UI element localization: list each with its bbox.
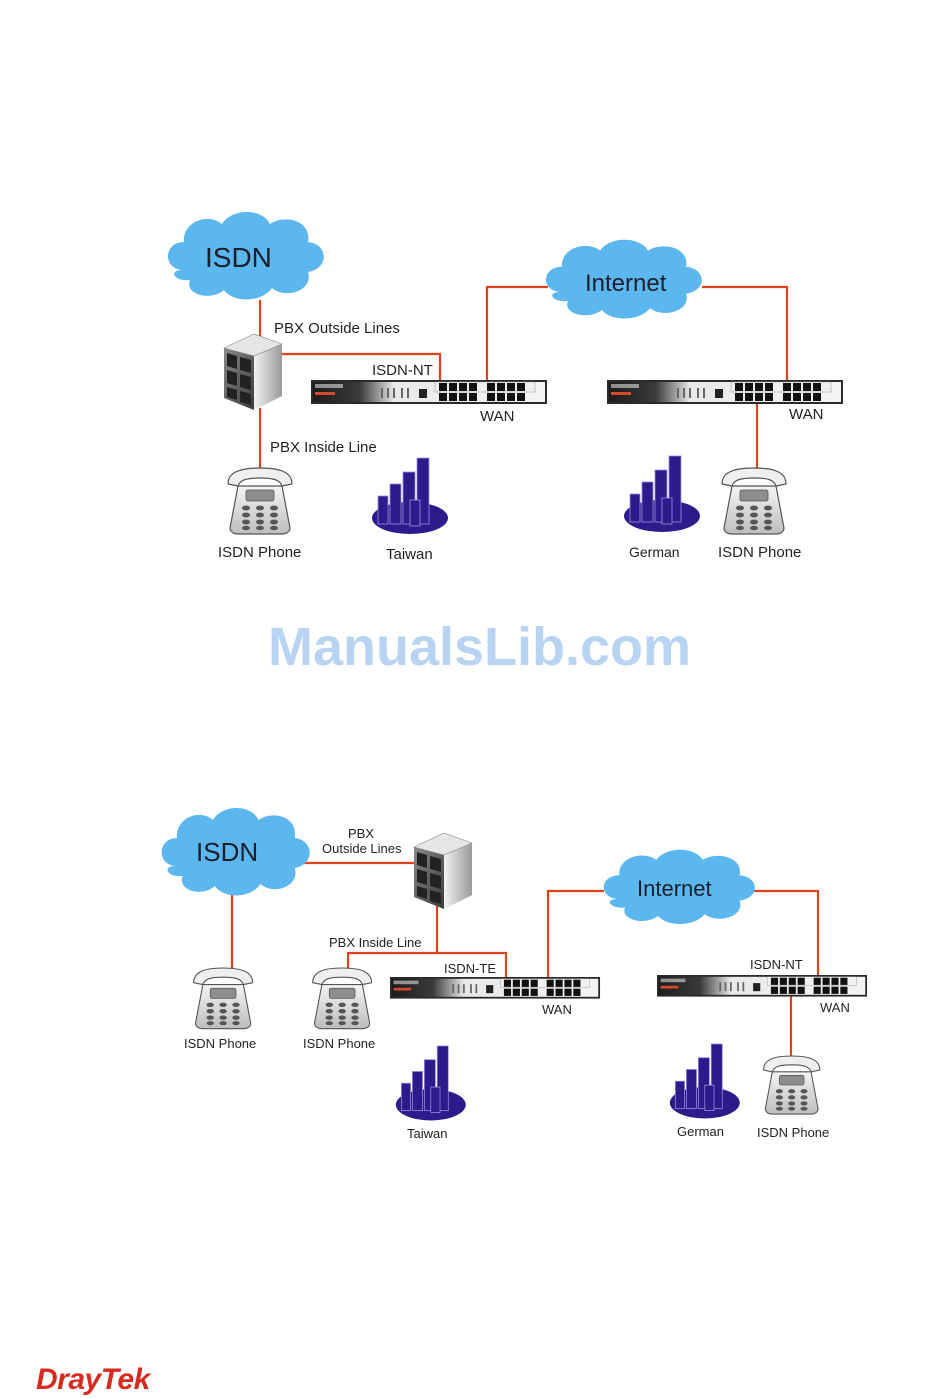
pbx-inside-line-label: PBX Inside Line	[329, 935, 422, 950]
site-german-label: German	[677, 1124, 724, 1139]
isdn-phone-icon	[312, 967, 373, 1030]
building-icon	[669, 1043, 741, 1119]
wan-label: WAN	[480, 408, 515, 425]
pbx-icon	[413, 832, 473, 910]
isdn-phone-icon	[227, 467, 293, 535]
isdn-phone-label: ISDN Phone	[303, 1036, 376, 1051]
isdn-phone-icon	[762, 1055, 821, 1115]
isdn-phone-label: ISDN Phone	[757, 1125, 830, 1140]
isdn-phone-icon	[193, 967, 254, 1030]
pbx-icon	[223, 333, 283, 411]
draytek-logo: DrayTek	[36, 1363, 150, 1396]
router-icon	[389, 976, 601, 1000]
internet-cloud-label: Internet	[637, 876, 712, 901]
isdn-phone-label: ISDN Phone	[218, 544, 302, 561]
watermark: ManualsLib.com	[268, 617, 692, 677]
wan-label: WAN	[789, 406, 824, 423]
isdn-phone-label: ISDN Phone	[718, 544, 802, 561]
site-german-label: German	[629, 544, 680, 560]
connection-lines-1	[258, 285, 789, 470]
pbx-outside-lines-label-line2: Outside Lines	[322, 841, 402, 856]
internet-cloud-label: Internet	[585, 270, 667, 297]
site-taiwan-label: Taiwan	[407, 1126, 448, 1141]
isdn-nt-label: ISDN-NT	[372, 362, 433, 379]
pbx-inside-line-label: PBX Inside Line	[270, 439, 377, 456]
isdn-te-label: ISDN-TE	[444, 961, 496, 976]
isdn-nt-label: ISDN-NT	[750, 957, 803, 972]
building-icon	[371, 457, 449, 535]
pbx-outside-lines-label-line1: PBX	[348, 826, 375, 841]
isdn-cloud-label: ISDN	[196, 837, 259, 867]
wan-label: WAN	[542, 1002, 572, 1017]
isdn-cloud-label: ISDN	[205, 242, 272, 273]
building-icon	[395, 1045, 467, 1121]
site-taiwan-label: Taiwan	[386, 546, 433, 563]
building-icon	[623, 455, 701, 533]
wan-label: WAN	[820, 1000, 850, 1015]
isdn-phone-icon	[721, 467, 787, 535]
pbx-outside-lines-label: PBX Outside Lines	[274, 320, 400, 337]
connection-lines-2	[230, 861, 820, 1058]
router-icon	[606, 379, 844, 405]
router-icon	[656, 974, 868, 998]
router-icon	[310, 379, 548, 405]
isdn-phone-label: ISDN Phone	[184, 1036, 257, 1051]
